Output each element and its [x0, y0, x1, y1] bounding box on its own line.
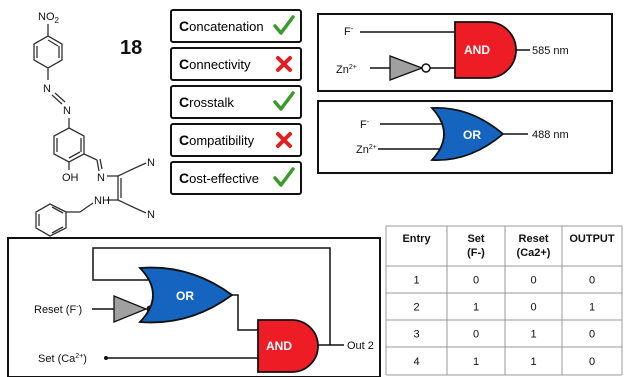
table-cell: 1 — [473, 302, 479, 314]
molecule-structure: NO2 N N OH N N N — [33, 11, 155, 237]
criterion-box — [170, 9, 302, 43]
criterion-rest: rosstalk — [189, 95, 234, 110]
table-cell: 0 — [530, 302, 536, 314]
table-cell: 0 — [473, 329, 479, 341]
criterion-label: Concatenation — [179, 18, 264, 34]
table-cell: 0 — [589, 275, 595, 287]
circuit-or-gate-icon — [138, 266, 234, 324]
criterion-item: Connectivity — [170, 47, 302, 81]
criterion-box — [170, 161, 302, 195]
table-cell: 3 — [413, 329, 419, 341]
criterion-item: Concatenation — [170, 9, 302, 43]
top-benzene-ring — [33, 35, 63, 69]
table-header-sub: (F-) — [467, 247, 485, 259]
amine-nh: NH — [94, 195, 110, 207]
check-icon — [273, 167, 295, 187]
check-icon — [273, 91, 295, 111]
table-cell: 1 — [413, 275, 419, 287]
imine-n: N — [97, 172, 105, 184]
table-cell: 0 — [473, 275, 479, 287]
criterion-label: Connectivity — [179, 56, 251, 72]
pyridine-ring — [35, 203, 67, 237]
reset-input-label: Reset (F-) — [34, 304, 82, 316]
truth-table: Entry Set (F-) Reset (Ca2+) OUTPUT 1 0 0 0 2 1 0 1 3 0 1… — [385, 225, 623, 376]
table-header-sub: (Ca2+) — [517, 247, 551, 259]
criterion-item: Compatibility — [170, 123, 302, 157]
check-icon — [273, 15, 295, 35]
table-cell: 1 — [589, 302, 595, 314]
table-header: Set — [467, 233, 484, 245]
circuit-and-label: AND — [266, 339, 292, 353]
table-cell: 2 — [413, 302, 419, 314]
criterion-box — [170, 123, 302, 157]
circuit-or-label: OR — [176, 289, 194, 303]
criterion-rest: ompatibility — [189, 133, 255, 148]
criteria-list: ConcatenationConnectivityCrosstalkCompat… — [170, 9, 302, 195]
or-output-label: 488 nm — [532, 129, 569, 141]
table-cell: 0 — [589, 329, 595, 341]
criterion-label: Compatibility — [179, 132, 255, 148]
criterion-item: Crosstalk — [170, 85, 302, 119]
criterion-initial: C — [179, 56, 189, 72]
or-input-f: F- — [360, 119, 370, 131]
or-gate-icon — [430, 107, 505, 161]
or-gate-panel: F- Zn2+ OR 488 nm — [317, 100, 613, 174]
table-header: OUTPUT — [569, 233, 615, 245]
table-cell: 1 — [530, 329, 536, 341]
criterion-initial: C — [179, 132, 189, 148]
and-gate-icon — [454, 21, 517, 79]
criterion-box — [170, 47, 302, 81]
criterion-box — [170, 85, 302, 119]
and-output-label: 585 nm — [532, 45, 569, 57]
criterion-rest: ost-effective — [189, 171, 259, 186]
not-bubble-icon — [421, 63, 431, 73]
criterion-initial: C — [179, 170, 189, 186]
compound-number: 18 — [120, 37, 142, 59]
azo-n2: N — [63, 105, 71, 117]
nitrile-n1: N — [147, 157, 155, 169]
circuit-not-gate-icon — [113, 295, 148, 323]
criterion-rest: onnectivity — [189, 57, 251, 72]
table-cell: 0 — [530, 275, 536, 287]
circuit-and-gate-icon — [257, 319, 319, 373]
not-gate-icon — [389, 55, 424, 81]
and-gate-label: AND — [464, 43, 490, 57]
or-input-zn: Zn2+ — [356, 144, 377, 156]
and-input-zn: Zn2+ — [336, 64, 357, 76]
set-input-label: Set (Ca2+) — [38, 353, 87, 365]
or-gate-label: OR — [463, 128, 481, 142]
circuit-output-label: Out 2 — [347, 340, 374, 352]
criterion-initial: C — [179, 94, 189, 110]
table-header: Entry — [402, 233, 431, 245]
azo-n1: N — [43, 83, 51, 95]
hydroxyl-label: OH — [62, 172, 79, 184]
criterion-label: Crosstalk — [179, 94, 234, 110]
circuit-panel: Reset (F-) OR AND Out 2 Set (Ca2+) — [7, 237, 381, 377]
criterion-label: Cost-effective — [179, 170, 259, 186]
and-gate-panel: F- Zn2+ AND 585 nm — [317, 13, 613, 92]
nitro-label: NO2 — [38, 11, 60, 25]
and-input-f: F- — [344, 26, 354, 38]
table-cell: 0 — [589, 356, 595, 368]
feedback-wire — [92, 247, 331, 345]
criterion-item: Cost-effective — [170, 161, 302, 195]
cross-icon — [276, 132, 292, 148]
table-cell: 1 — [473, 356, 479, 368]
criterion-rest: oncatenation — [189, 19, 263, 34]
azo-double-bond — [51, 94, 63, 105]
table-cell: 4 — [413, 356, 419, 368]
cross-icon — [276, 56, 292, 72]
table-cell: 1 — [530, 356, 536, 368]
table-header: Reset — [519, 233, 549, 245]
nitrile-n2: N — [147, 209, 155, 221]
lower-benzene-ring — [53, 127, 85, 163]
or-to-and-wire — [232, 294, 258, 331]
criterion-initial: C — [179, 18, 189, 34]
